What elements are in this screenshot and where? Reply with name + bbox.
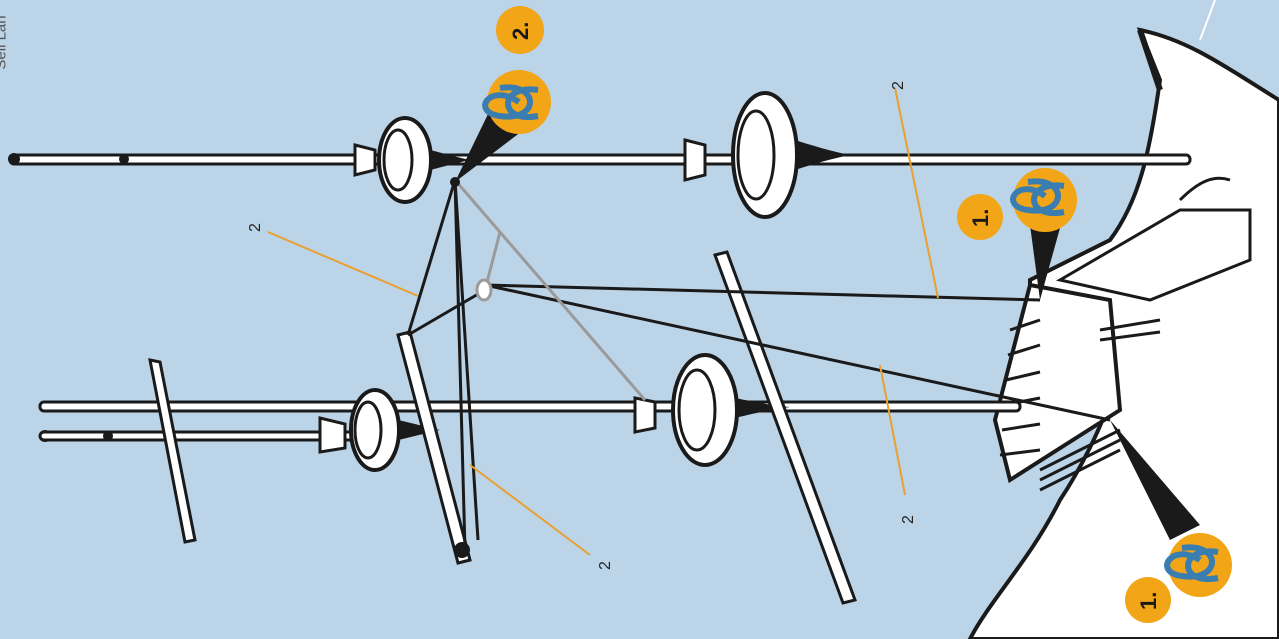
rope-label-upper-right: 2 [890, 81, 907, 90]
step-number: 1. [1136, 592, 1161, 610]
rope-label-lower-right: 2 [900, 515, 917, 524]
rope-label-lower-middle: 2 [597, 561, 614, 570]
leader-lines [267, 87, 939, 556]
rope-label-upper-left: 2 [247, 223, 264, 232]
knot-icon [1164, 544, 1219, 583]
knot-icon [1010, 178, 1065, 217]
callout-step-2: 2. [455, 6, 551, 182]
top-mast [8, 91, 1192, 219]
yards [148, 250, 857, 605]
bottom-mast [38, 353, 1022, 472]
rope-length-labels: 2 2 2 2 [247, 81, 917, 570]
step-number: 1. [968, 209, 993, 227]
callout-step-1-middle: 1. [957, 168, 1077, 300]
knot-icon [482, 84, 539, 121]
step-number: 2. [508, 22, 533, 40]
rigging-lines [406, 177, 1111, 551]
ship-hull [967, 0, 1279, 639]
callout-step-1-bottom: 1. [1110, 420, 1232, 623]
